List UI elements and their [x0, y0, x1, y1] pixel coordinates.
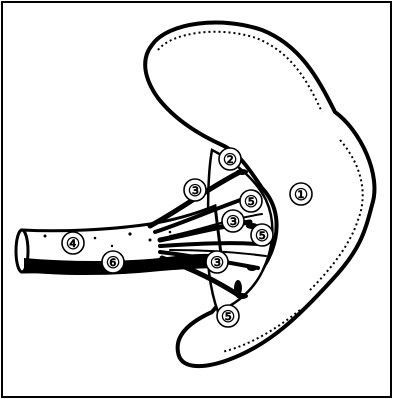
label-6: ⑥	[102, 251, 124, 273]
label-6-text: ⑥	[106, 253, 120, 272]
label-4-text: ④	[66, 234, 80, 253]
label-5a: ⑤	[240, 190, 262, 212]
label-3a: ③	[184, 179, 206, 201]
label-3b: ③	[222, 210, 244, 232]
label-2: ②	[219, 148, 241, 170]
label-1: ①	[290, 183, 312, 205]
label-2-text: ②	[223, 150, 237, 169]
label-4: ④	[62, 232, 84, 254]
label-5c: ⑤	[217, 305, 239, 327]
label-3c: ③	[206, 251, 228, 273]
label-3a-text: ③	[188, 181, 202, 200]
label-1-text: ①	[294, 185, 308, 204]
label-3c-text: ③	[210, 253, 224, 272]
label-3b-text: ③	[226, 212, 240, 231]
label-5b-text: ⑤	[255, 226, 269, 245]
label-5b: ⑤	[251, 224, 273, 246]
label-5c-text: ⑤	[221, 307, 235, 326]
label-5a-text: ⑤	[244, 192, 258, 211]
